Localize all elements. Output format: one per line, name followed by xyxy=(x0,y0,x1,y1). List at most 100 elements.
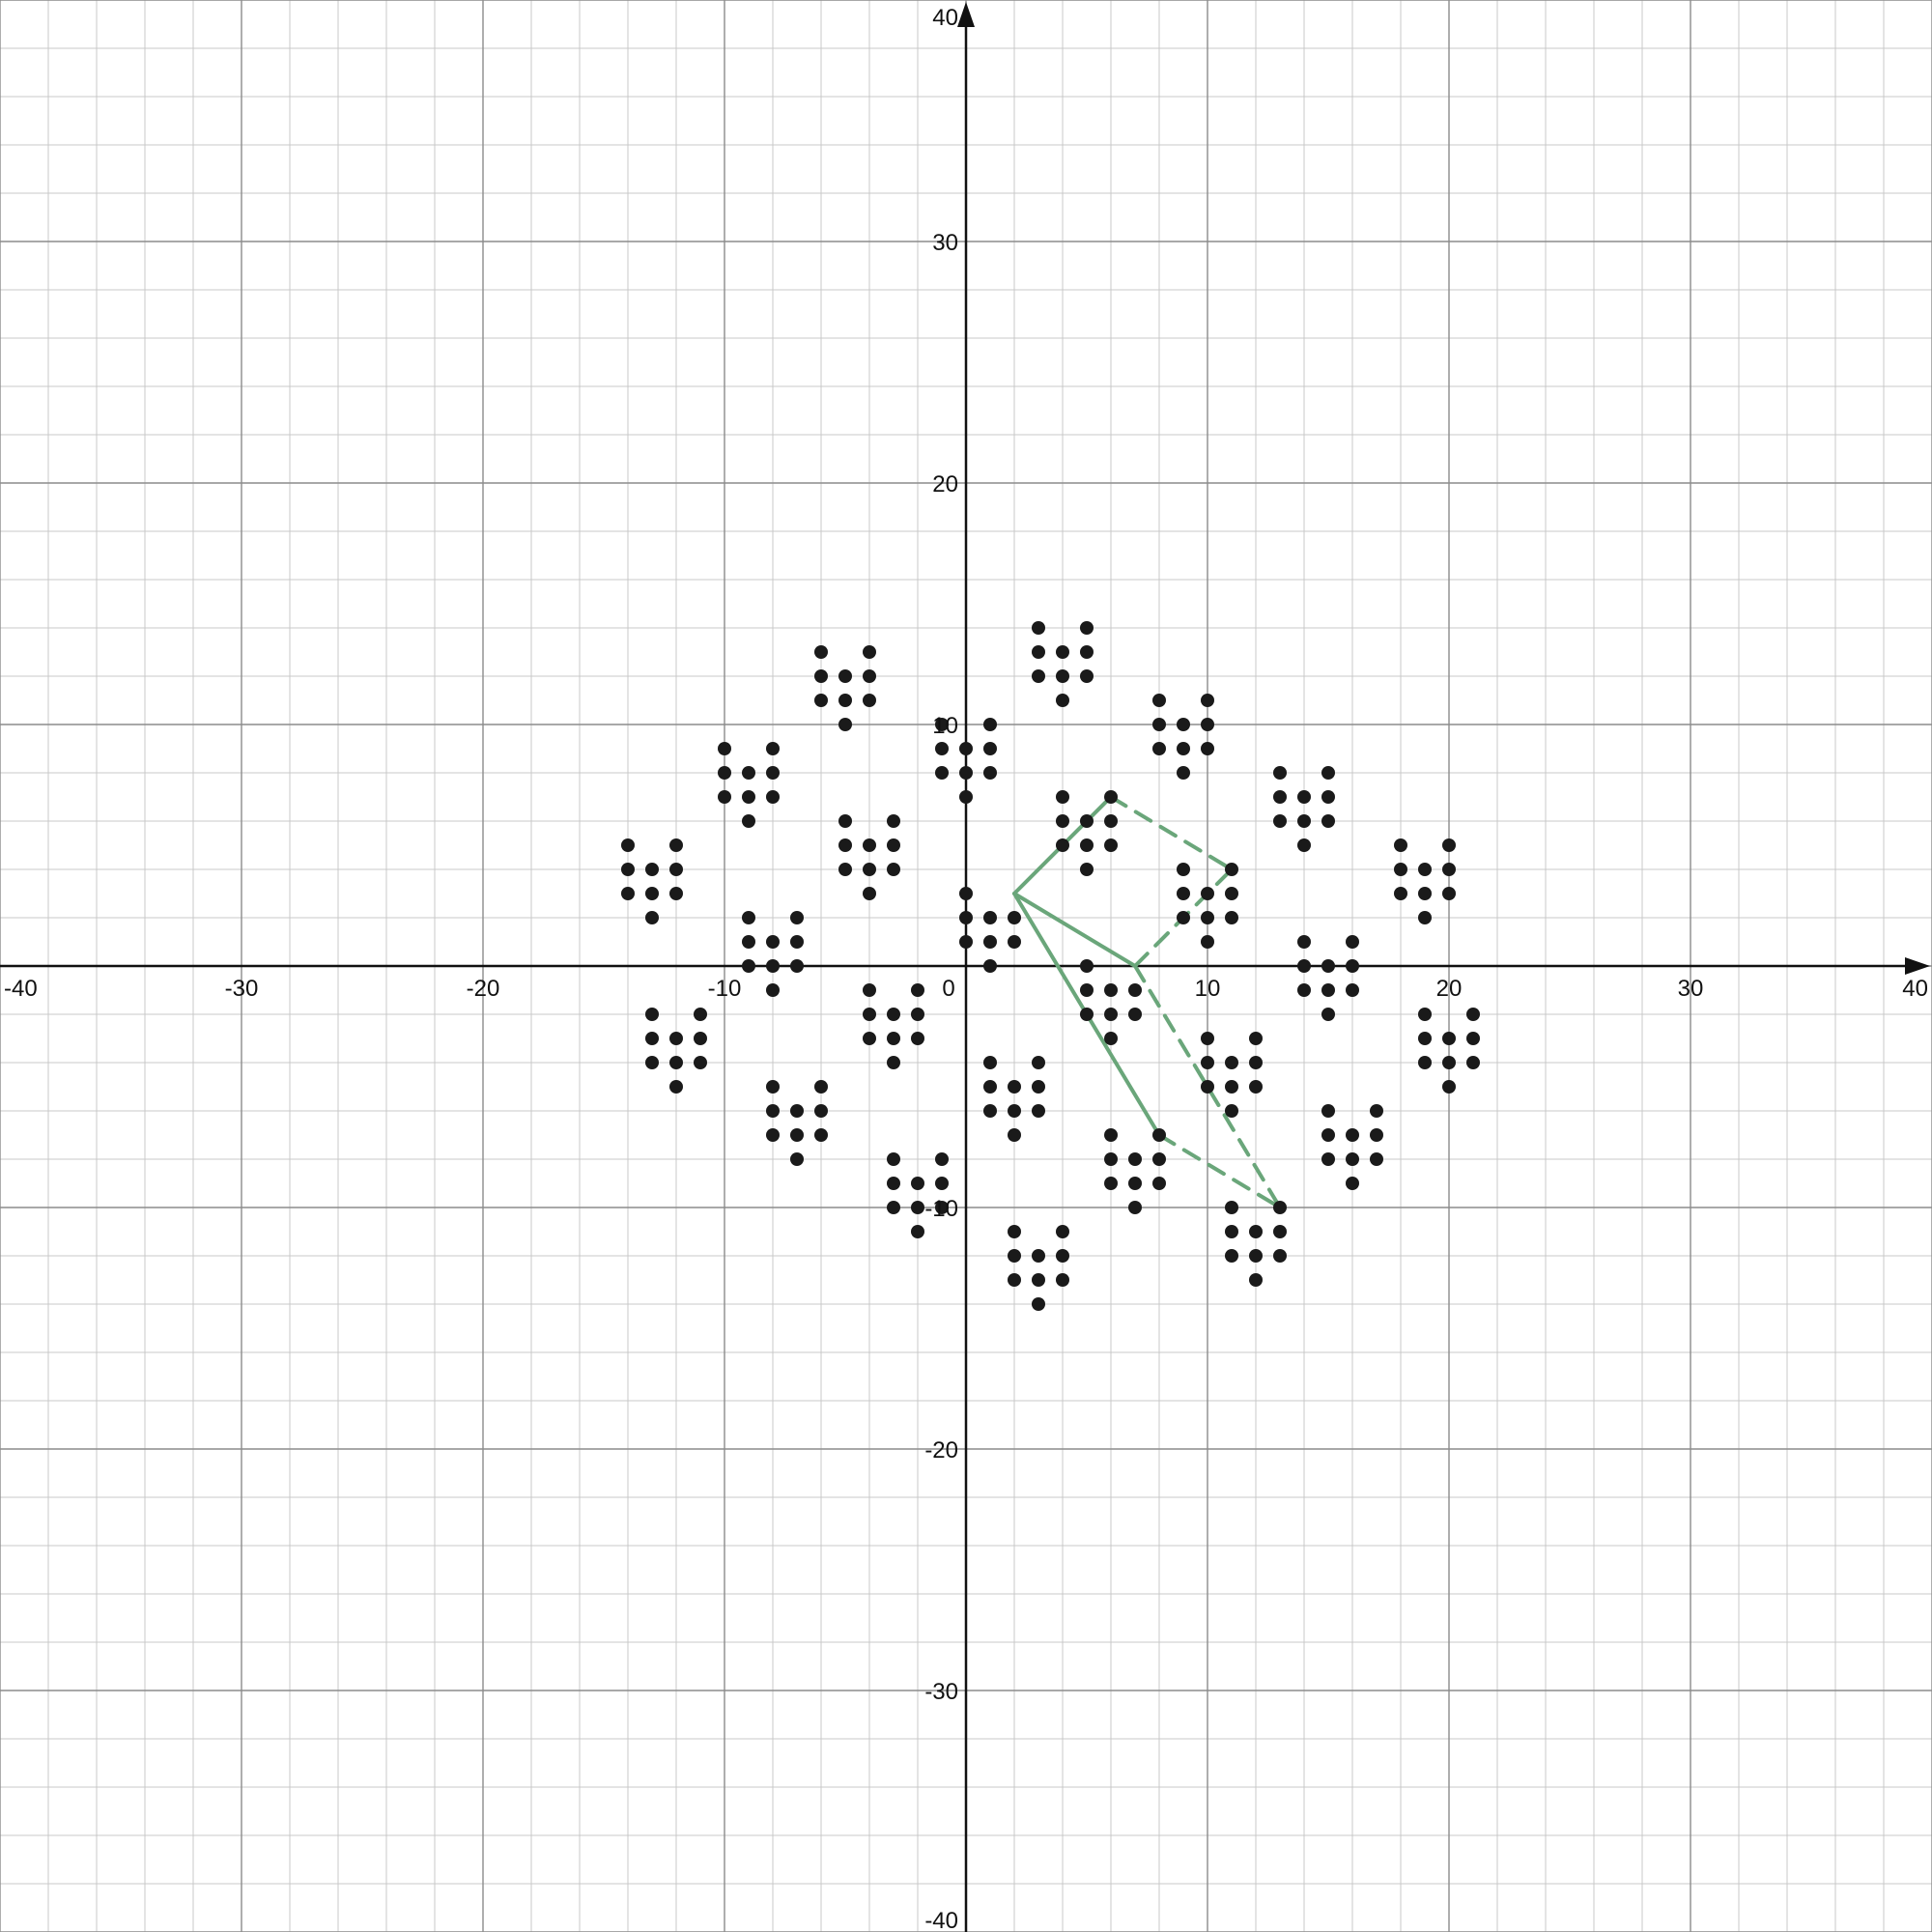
data-point xyxy=(1225,887,1238,900)
data-point xyxy=(1297,838,1311,852)
data-point xyxy=(694,1056,707,1069)
data-point xyxy=(1466,1008,1480,1021)
data-point xyxy=(1128,1152,1142,1166)
data-point xyxy=(1273,790,1287,804)
data-point xyxy=(1346,1152,1359,1166)
data-point xyxy=(1321,983,1335,997)
data-point xyxy=(863,669,876,683)
data-point xyxy=(1056,1273,1069,1287)
data-point xyxy=(1128,1177,1142,1190)
data-point xyxy=(1418,887,1432,900)
data-point xyxy=(1201,1032,1214,1045)
data-point xyxy=(669,1080,683,1094)
x-tick-label: 40 xyxy=(1902,976,1928,1002)
data-point xyxy=(1225,1249,1238,1263)
data-point xyxy=(983,911,997,924)
data-point xyxy=(645,863,659,876)
data-point xyxy=(766,766,780,780)
data-point xyxy=(790,1152,804,1166)
data-point xyxy=(863,863,876,876)
data-point xyxy=(935,1201,949,1214)
data-point xyxy=(1273,1201,1287,1214)
data-point xyxy=(1466,1056,1480,1069)
data-point xyxy=(1442,1032,1456,1045)
data-point xyxy=(718,766,731,780)
y-tick-label: -10 xyxy=(924,1196,958,1222)
data-point xyxy=(1273,814,1287,828)
line-segments xyxy=(1012,795,1282,1209)
data-point xyxy=(887,1152,900,1166)
data-point xyxy=(911,1177,924,1190)
data-point xyxy=(1418,863,1432,876)
data-point xyxy=(1032,1297,1045,1311)
data-point xyxy=(863,694,876,707)
data-point xyxy=(742,959,755,973)
data-point xyxy=(1346,983,1359,997)
data-point xyxy=(621,838,635,852)
data-point xyxy=(1297,959,1311,973)
data-point xyxy=(742,790,755,804)
data-point xyxy=(766,1104,780,1118)
data-point xyxy=(911,1032,924,1045)
data-point xyxy=(645,1008,659,1021)
data-point xyxy=(1442,1056,1456,1069)
data-point xyxy=(935,742,949,755)
data-point xyxy=(1273,766,1287,780)
data-point xyxy=(959,911,973,924)
data-point xyxy=(1346,935,1359,949)
data-point xyxy=(1442,863,1456,876)
data-point xyxy=(645,911,659,924)
solid-segment xyxy=(1012,892,1137,968)
data-point xyxy=(1249,1249,1263,1263)
data-point xyxy=(1225,863,1238,876)
y-tick-label: 10 xyxy=(932,713,958,739)
data-point xyxy=(1080,959,1094,973)
data-point xyxy=(814,1104,828,1118)
data-point xyxy=(1177,766,1190,780)
data-point xyxy=(887,1008,900,1021)
data-point xyxy=(1152,694,1166,707)
data-point xyxy=(838,863,852,876)
data-point xyxy=(1201,887,1214,900)
data-point xyxy=(621,863,635,876)
data-point xyxy=(814,645,828,659)
data-point xyxy=(1201,1080,1214,1094)
data-point xyxy=(742,766,755,780)
data-point xyxy=(959,742,973,755)
x-tick-label: 10 xyxy=(1195,976,1221,1002)
data-point xyxy=(838,838,852,852)
x-tick-label: 20 xyxy=(1436,976,1463,1002)
y-tick-label: -20 xyxy=(924,1437,958,1463)
data-point xyxy=(1104,983,1118,997)
data-point xyxy=(1321,766,1335,780)
data-point xyxy=(1418,1032,1432,1045)
data-point xyxy=(1032,1273,1045,1287)
data-point xyxy=(887,1032,900,1045)
data-point xyxy=(1201,694,1214,707)
data-point xyxy=(621,887,635,900)
data-point xyxy=(887,1056,900,1069)
y-axis-arrow-icon xyxy=(957,2,975,27)
data-point xyxy=(1152,1128,1166,1142)
data-point xyxy=(645,887,659,900)
data-point xyxy=(1152,1152,1166,1166)
data-point xyxy=(1056,1249,1069,1263)
data-point xyxy=(669,838,683,852)
data-point xyxy=(1128,1008,1142,1021)
data-point xyxy=(1104,814,1118,828)
data-point xyxy=(1104,1008,1118,1021)
data-point xyxy=(887,863,900,876)
data-point xyxy=(814,669,828,683)
data-point xyxy=(766,1080,780,1094)
data-point xyxy=(1418,1008,1432,1021)
y-tick-label: 40 xyxy=(932,5,958,31)
data-point xyxy=(1056,645,1069,659)
data-point xyxy=(790,911,804,924)
data-point xyxy=(694,1032,707,1045)
data-point xyxy=(694,1008,707,1021)
data-point xyxy=(1321,959,1335,973)
data-point xyxy=(983,742,997,755)
data-point xyxy=(1394,863,1407,876)
